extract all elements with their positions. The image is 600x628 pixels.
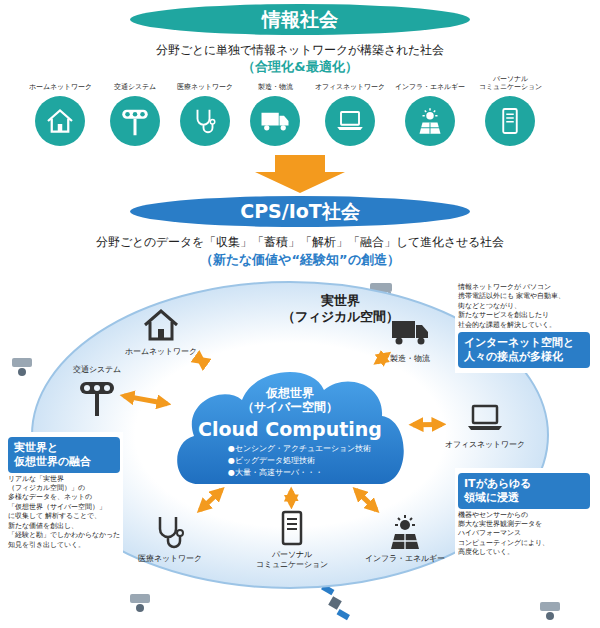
icon-box: [77, 377, 117, 417]
field-label: 医療ネットワーク: [177, 83, 233, 92]
field-label: 交通システム: [73, 365, 121, 375]
icon-box: [150, 512, 190, 552]
field-circle: 交通システム: [110, 83, 160, 146]
data-flow-arrow: [289, 491, 294, 505]
callout-body: 情報ネットワークが パソコン 携帯電話以外にも 家電や自動車、街などとつながり、…: [458, 283, 590, 330]
field-icon: オフィスネットワーク: [445, 398, 525, 450]
cloud-text: ●ビッグデータ処理技術: [228, 455, 315, 466]
icon: [45, 106, 75, 136]
field-icon: インフラ・エネルギー: [365, 512, 445, 564]
space-label: 実世界 （フィジカル空間）: [275, 293, 405, 324]
icon-box: [465, 398, 505, 438]
icon: [415, 106, 445, 136]
field-label: パーソナル コミュニケーション: [477, 75, 543, 93]
field-circle: インフラ・エネルギー: [395, 83, 465, 146]
title-band: 情報社会: [130, 4, 470, 35]
callout: ITがあらゆる 領域に浸透機器やセンサーからの 膨大な実世界観測データを ハイパ…: [455, 468, 593, 561]
field-circle: オフィスネットワーク: [315, 83, 385, 146]
satellite-icon: [321, 584, 350, 620]
callout: 実世界と 仮想世界の融合リアルな「実世界（フィジカル空間）」の 多様なデータを、…: [5, 432, 123, 553]
data-flow-arrow: [199, 359, 204, 362]
cloud-text: ●大量・高速サーバ・・・: [228, 467, 323, 478]
icon-box: [272, 508, 312, 548]
data-flow-arrow: [124, 396, 167, 404]
cloud-title: Cloud Computing: [198, 418, 382, 440]
data-flow-arrow: [356, 490, 376, 510]
callout-heading: ITがあらゆる 領域に浸透: [458, 473, 590, 509]
field-icon: ホームネットワーク: [125, 305, 197, 357]
callout-body: 機器やセンサーからの 膨大な実世界観測データを ハイパフォーマンス コンピューテ…: [458, 511, 590, 558]
icon: [77, 377, 117, 417]
data-flow-arrow: [377, 354, 388, 362]
cloud-text: 仮想世界 （サイバー空間）: [230, 386, 350, 415]
field-icon: 交通システム: [73, 365, 121, 417]
icon: [495, 106, 525, 136]
icon-circle: [405, 96, 455, 146]
icon-box: [385, 512, 425, 552]
icon: [150, 512, 190, 552]
field-label: オフィスネットワーク: [315, 83, 385, 92]
field-circle: ホームネットワーク: [29, 83, 92, 146]
icon: [272, 508, 312, 548]
field-label: オフィスネットワーク: [445, 440, 525, 450]
field-label: 医療ネットワーク: [138, 554, 202, 564]
subtitle: 分野ごとに単独で情報ネットワークが構築された社会: [0, 42, 600, 59]
field-label: インフラ・エネルギー: [395, 83, 465, 92]
field-label: インフラ・エネルギー: [365, 554, 445, 564]
field-icon: 医療ネットワーク: [138, 512, 202, 564]
callout-heading: 実世界と 仮想世界の融合: [8, 437, 120, 473]
field-circle: 製造・物流: [250, 83, 300, 146]
cloud-shape: 仮想世界 （サイバー空間） Cloud Computing ●センシング・アクチュエ…: [170, 364, 410, 488]
field-circle: 医療ネットワーク: [177, 83, 233, 146]
field-label: ホームネットワーク: [29, 83, 92, 92]
icon: [190, 106, 220, 136]
icon: [120, 106, 150, 136]
subtitle: （新たな価値や“経験知”の創造）: [0, 251, 600, 269]
callout-heading: インターネット空間と 人々の接点が多様化: [458, 332, 590, 368]
icon-box: [141, 305, 181, 345]
field-label: 製造・物流: [390, 354, 430, 364]
icon-circle: [180, 96, 230, 146]
icon-circle: [110, 96, 160, 146]
callout: 情報ネットワークが パソコン 携帯電話以外にも 家電や自動車、街などとつながり、…: [455, 280, 593, 373]
icon-circle: [325, 96, 375, 146]
callout-body: リアルな「実世界（フィジカル空間）」の 多様なデータを、ネットの 「仮想世界（サ…: [8, 475, 120, 551]
field-label: 交通システム: [114, 83, 156, 92]
icon-circle: [250, 96, 300, 146]
data-flow-arrow: [200, 490, 221, 510]
icon-circle: [35, 96, 85, 146]
field-icon: パーソナル コミュニケーション: [252, 508, 332, 570]
title-band: CPS/IoT社会: [130, 196, 470, 227]
field-label: ホームネットワーク: [125, 347, 197, 357]
subtitle: 分野ごとのデータを「収集」「蓄積」「解析」「融合」して進化させる社会: [0, 235, 600, 250]
icon: [335, 106, 365, 136]
field-label: パーソナル コミュニケーション: [252, 550, 332, 570]
down-arrow: [255, 155, 345, 193]
data-flow-arrow: [413, 422, 442, 427]
field-label: 製造・物流: [258, 83, 293, 92]
icon: [385, 512, 425, 552]
icon-circle: [485, 96, 535, 146]
field-circle: パーソナル コミュニケーション: [477, 75, 543, 147]
icon: [260, 106, 290, 136]
cloud-text: ●センシング・アクチュエーション技術: [228, 443, 371, 454]
icon: [141, 305, 181, 345]
icon: [465, 398, 505, 438]
band-title: 情報社会: [262, 7, 338, 33]
band-title: CPS/IoT社会: [240, 199, 360, 225]
subtitle: （合理化&最適化）: [0, 58, 600, 76]
